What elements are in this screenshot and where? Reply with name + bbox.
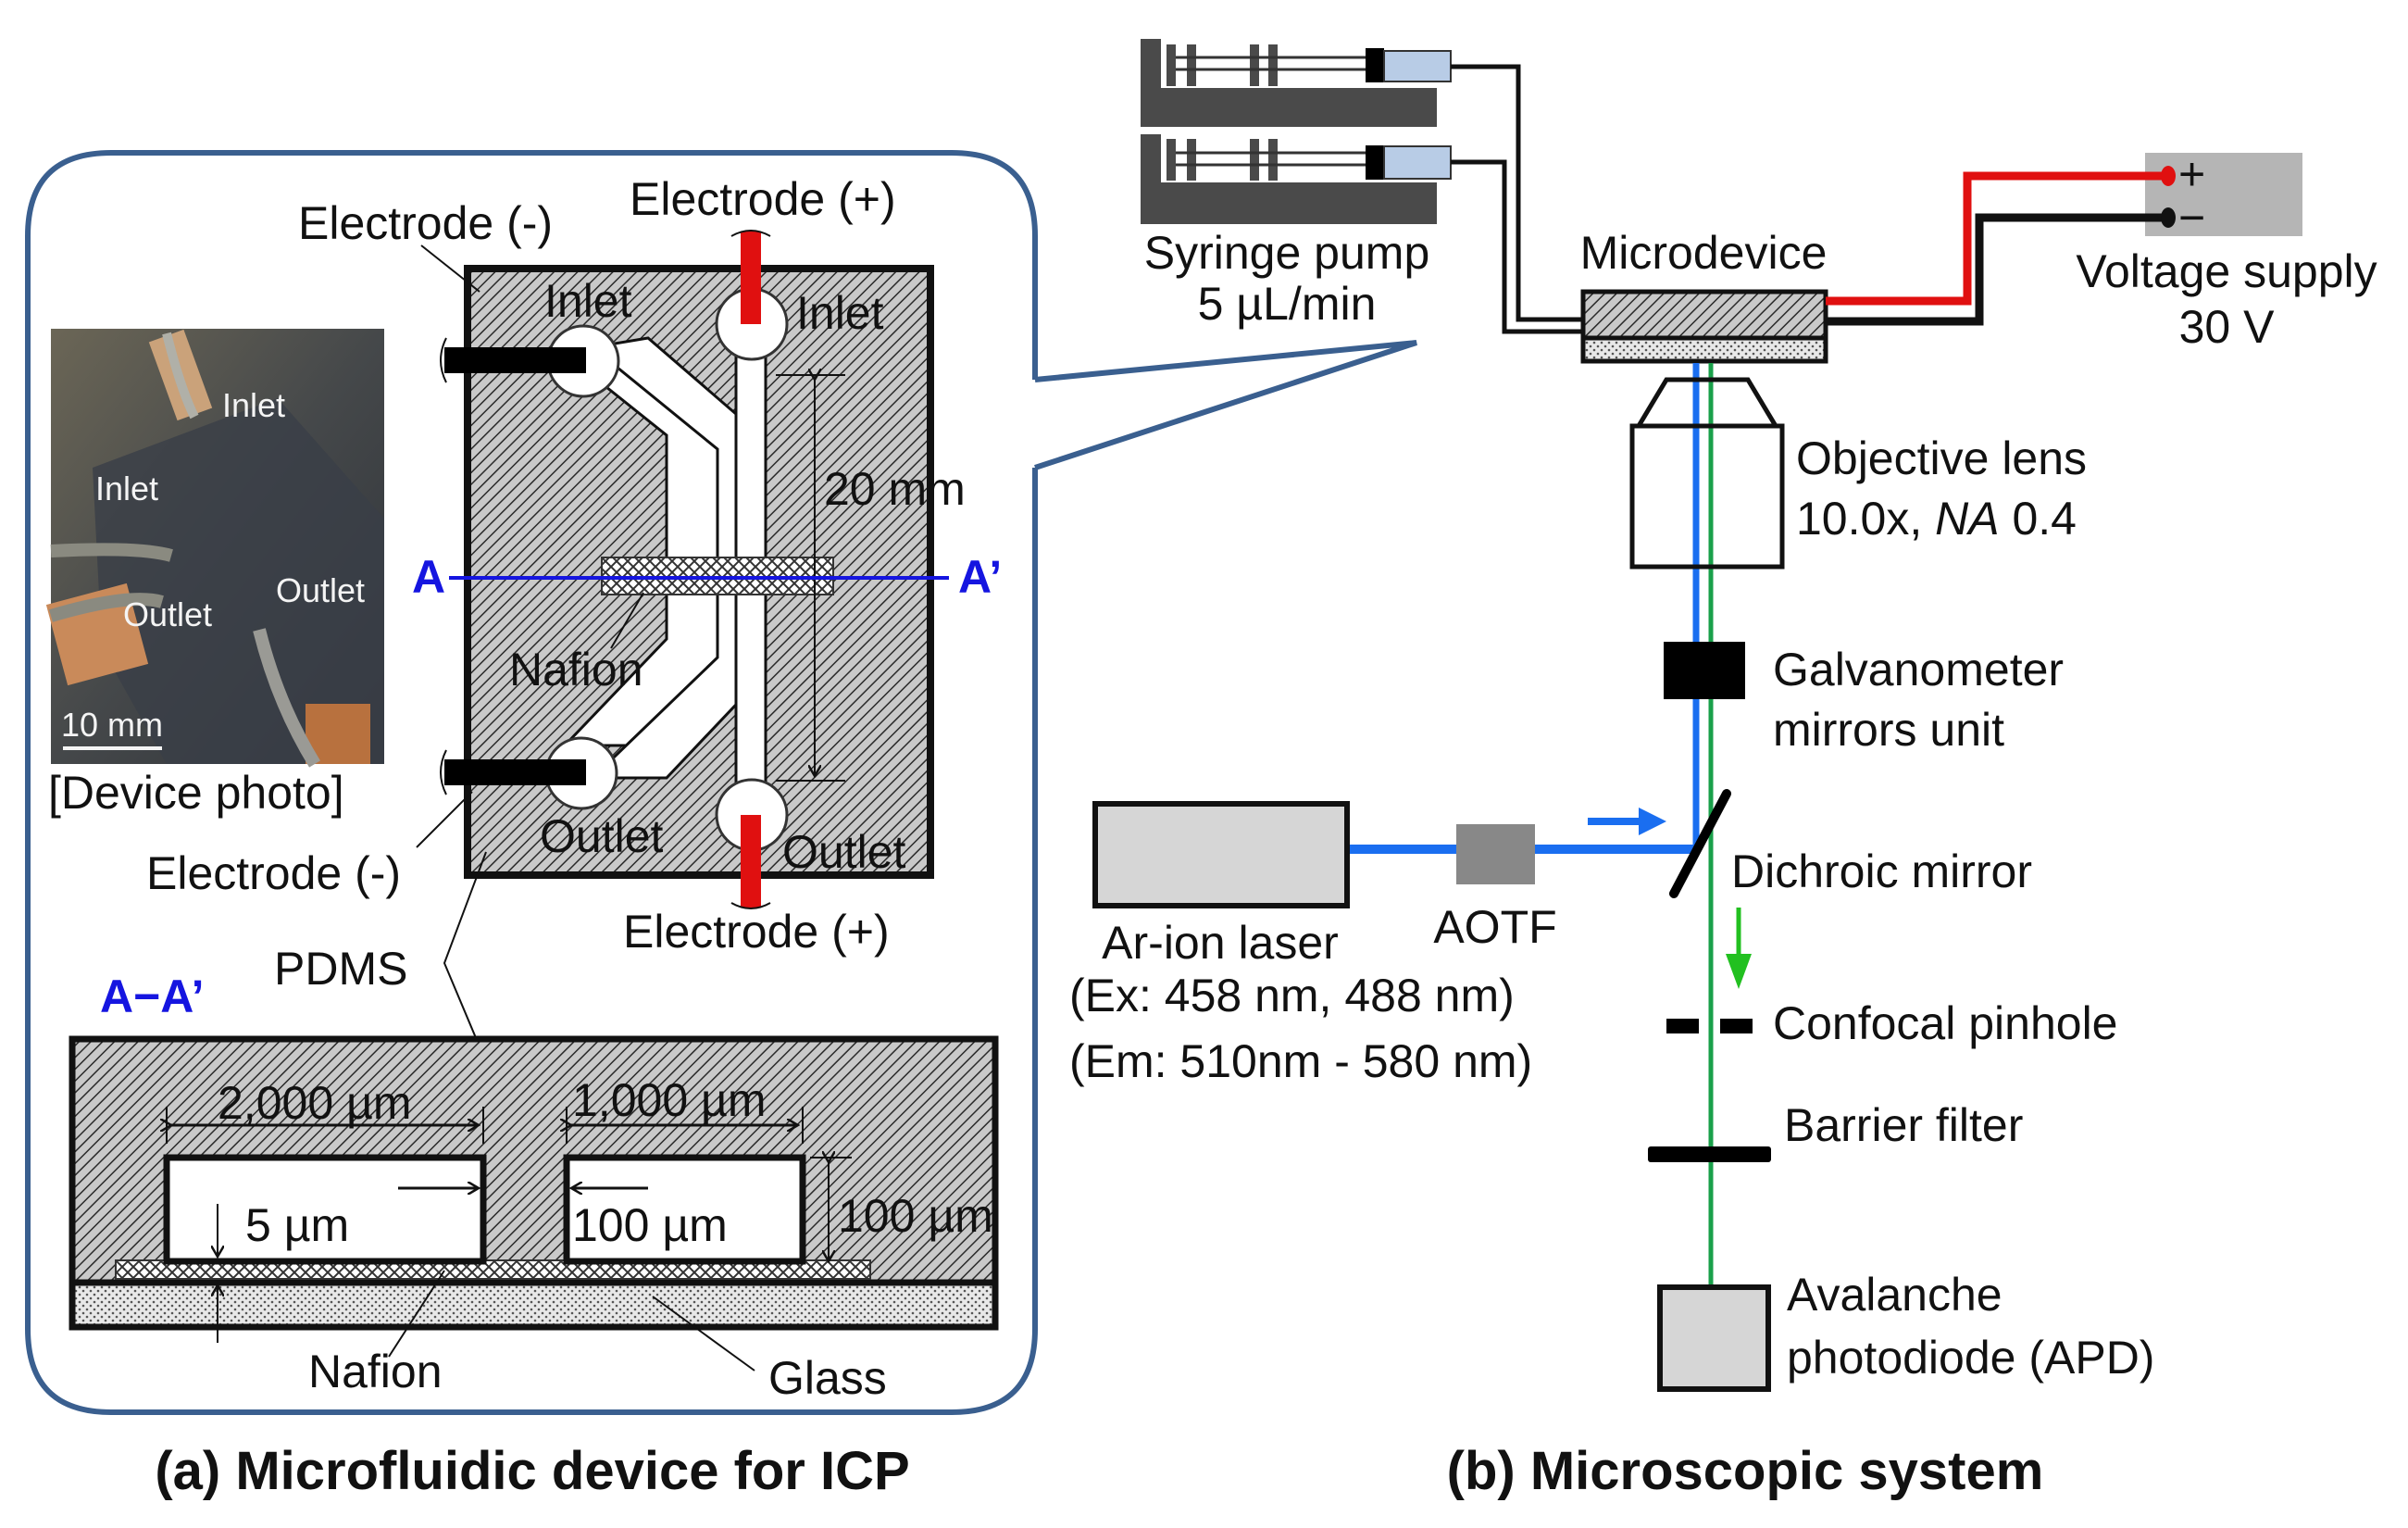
label-barrier: Barrier filter [1784, 1099, 2023, 1151]
label-flow-rate: 5 µL/min [1198, 278, 1377, 330]
label-voltage-plus: + [2178, 148, 2205, 200]
pinhole-left [1666, 1019, 1699, 1033]
label-width-left: 2,000 µm [218, 1077, 411, 1129]
callout-pointer [1034, 340, 1417, 470]
label-glass: Glass [768, 1352, 887, 1404]
label-voltage: 30 V [2179, 301, 2276, 353]
pinhole-right [1720, 1019, 1753, 1033]
cross-section [69, 1035, 999, 1371]
label-objective-spec: 10.0x, NA 0.4 [1796, 493, 2077, 545]
label-electrode-neg-top: Electrode (-) [298, 197, 553, 249]
panel-a: Inlet Inlet Outlet Outlet 10 mm [Device … [25, 150, 1038, 1501]
wire-negative [1826, 213, 2166, 326]
label-voltage-minus: − [2178, 192, 2205, 244]
barrier-filter [1648, 1146, 1771, 1162]
label-objective: Objective lens [1796, 432, 2087, 484]
label-outlet-left: Outlet [540, 810, 664, 862]
panel-b-title: (b) Microscopic system [1447, 1441, 2044, 1501]
panel-a-frame [25, 150, 1038, 1415]
label-electrode-pos-bottom: Electrode (+) [623, 906, 890, 958]
syringe-pump-1 [1141, 39, 1452, 127]
device-photo: Inlet Inlet Outlet Outlet 10 mm [45, 329, 384, 768]
photo-label-outlet-1: Outlet [123, 595, 212, 633]
syringe-liquid [1383, 50, 1452, 82]
ar-ion-laser [1092, 801, 1350, 908]
galvanometer-unit [1664, 642, 1745, 699]
panel-a-title: (a) Microfluidic device for ICP [155, 1441, 909, 1501]
label-section-a-prime: A’ [958, 551, 1002, 603]
label-aotf: AOTF [1433, 901, 1556, 953]
objective-magnification: 10.0x, [1796, 493, 1935, 545]
label-depth: 100 µm [838, 1190, 993, 1242]
channel-left [163, 1154, 487, 1265]
photo-label-outlet-2: Outlet [276, 571, 365, 609]
label-width-right: 1,000 µm [572, 1074, 766, 1126]
label-syringe-pump: Syringe pump [1144, 227, 1430, 279]
terminal-positive [2161, 166, 2176, 186]
label-length: 20 mm [824, 463, 966, 515]
wire-positive [1826, 171, 2166, 306]
label-microdevice: Microdevice [1580, 227, 1828, 279]
label-nafion-cross: Nafion [308, 1346, 443, 1397]
label-inlet-right: Inlet [796, 287, 884, 339]
label-dichroic: Dichroic mirror [1731, 845, 2032, 897]
label-outlet-right: Outlet [782, 826, 906, 878]
electrode-pos-bottom [741, 815, 761, 908]
syringe-pump-2 [1141, 134, 1452, 224]
label-emission: (Em: 510nm - 580 nm) [1069, 1035, 1532, 1087]
label-voltage-supply: Voltage supply [2076, 245, 2377, 297]
electrode-pos-top [741, 232, 761, 324]
label-electrode-pos-top: Electrode (+) [630, 173, 896, 225]
device-top-view [416, 230, 949, 1052]
syringe-liquid [1383, 145, 1452, 180]
photo-label-inlet-1: Inlet [222, 386, 285, 424]
dichroic-mirror [1669, 789, 1731, 898]
objective-lens [1629, 377, 1785, 570]
microdevice [1580, 289, 1828, 364]
cross-section-heading: A−A’ [100, 971, 205, 1022]
photo-label-inlet-2: Inlet [95, 470, 158, 507]
label-apd-2: photodiode (APD) [1787, 1332, 2154, 1384]
label-pdms: PDMS [274, 943, 407, 995]
label-nafion-thickness: 5 µm [245, 1199, 349, 1251]
terminal-negative [2161, 207, 2176, 228]
label-gap: 100 µm [572, 1199, 728, 1251]
channel-right [563, 1154, 806, 1265]
device-photo-caption: [Device photo] [48, 767, 344, 819]
label-inlet-left: Inlet [544, 275, 632, 327]
electrode-neg-bottom [444, 759, 586, 785]
aotf [1456, 824, 1535, 884]
label-galvanometer-2: mirrors unit [1773, 704, 2004, 756]
tube-1 [1451, 64, 1585, 322]
tube-2 [1451, 159, 1585, 334]
label-nafion-top: Nafion [509, 644, 643, 695]
pdms-leader [443, 851, 487, 1052]
apd [1657, 1284, 1771, 1392]
photo-scale-bar-label: 10 mm [61, 706, 163, 744]
label-excitation: (Ex: 458 nm, 488 nm) [1069, 970, 1515, 1021]
nafion-layer [115, 1259, 871, 1280]
label-apd: Avalanche [1787, 1269, 2003, 1321]
label-electrode-neg-bottom: Electrode (-) [146, 847, 401, 899]
panel-b: Syringe pump 5 µL/min Microdevice + − Vo… [1069, 39, 2377, 1501]
label-laser: Ar-ion laser [1102, 917, 1339, 969]
label-galvanometer: Galvanometer [1773, 644, 2064, 695]
label-section-a: A [412, 551, 445, 603]
objective-na-value: 0.4 [2000, 493, 2077, 545]
electrode-neg-top [444, 347, 586, 373]
objective-na-symbol: NA [1935, 493, 1999, 545]
label-pinhole: Confocal pinhole [1773, 997, 2118, 1049]
